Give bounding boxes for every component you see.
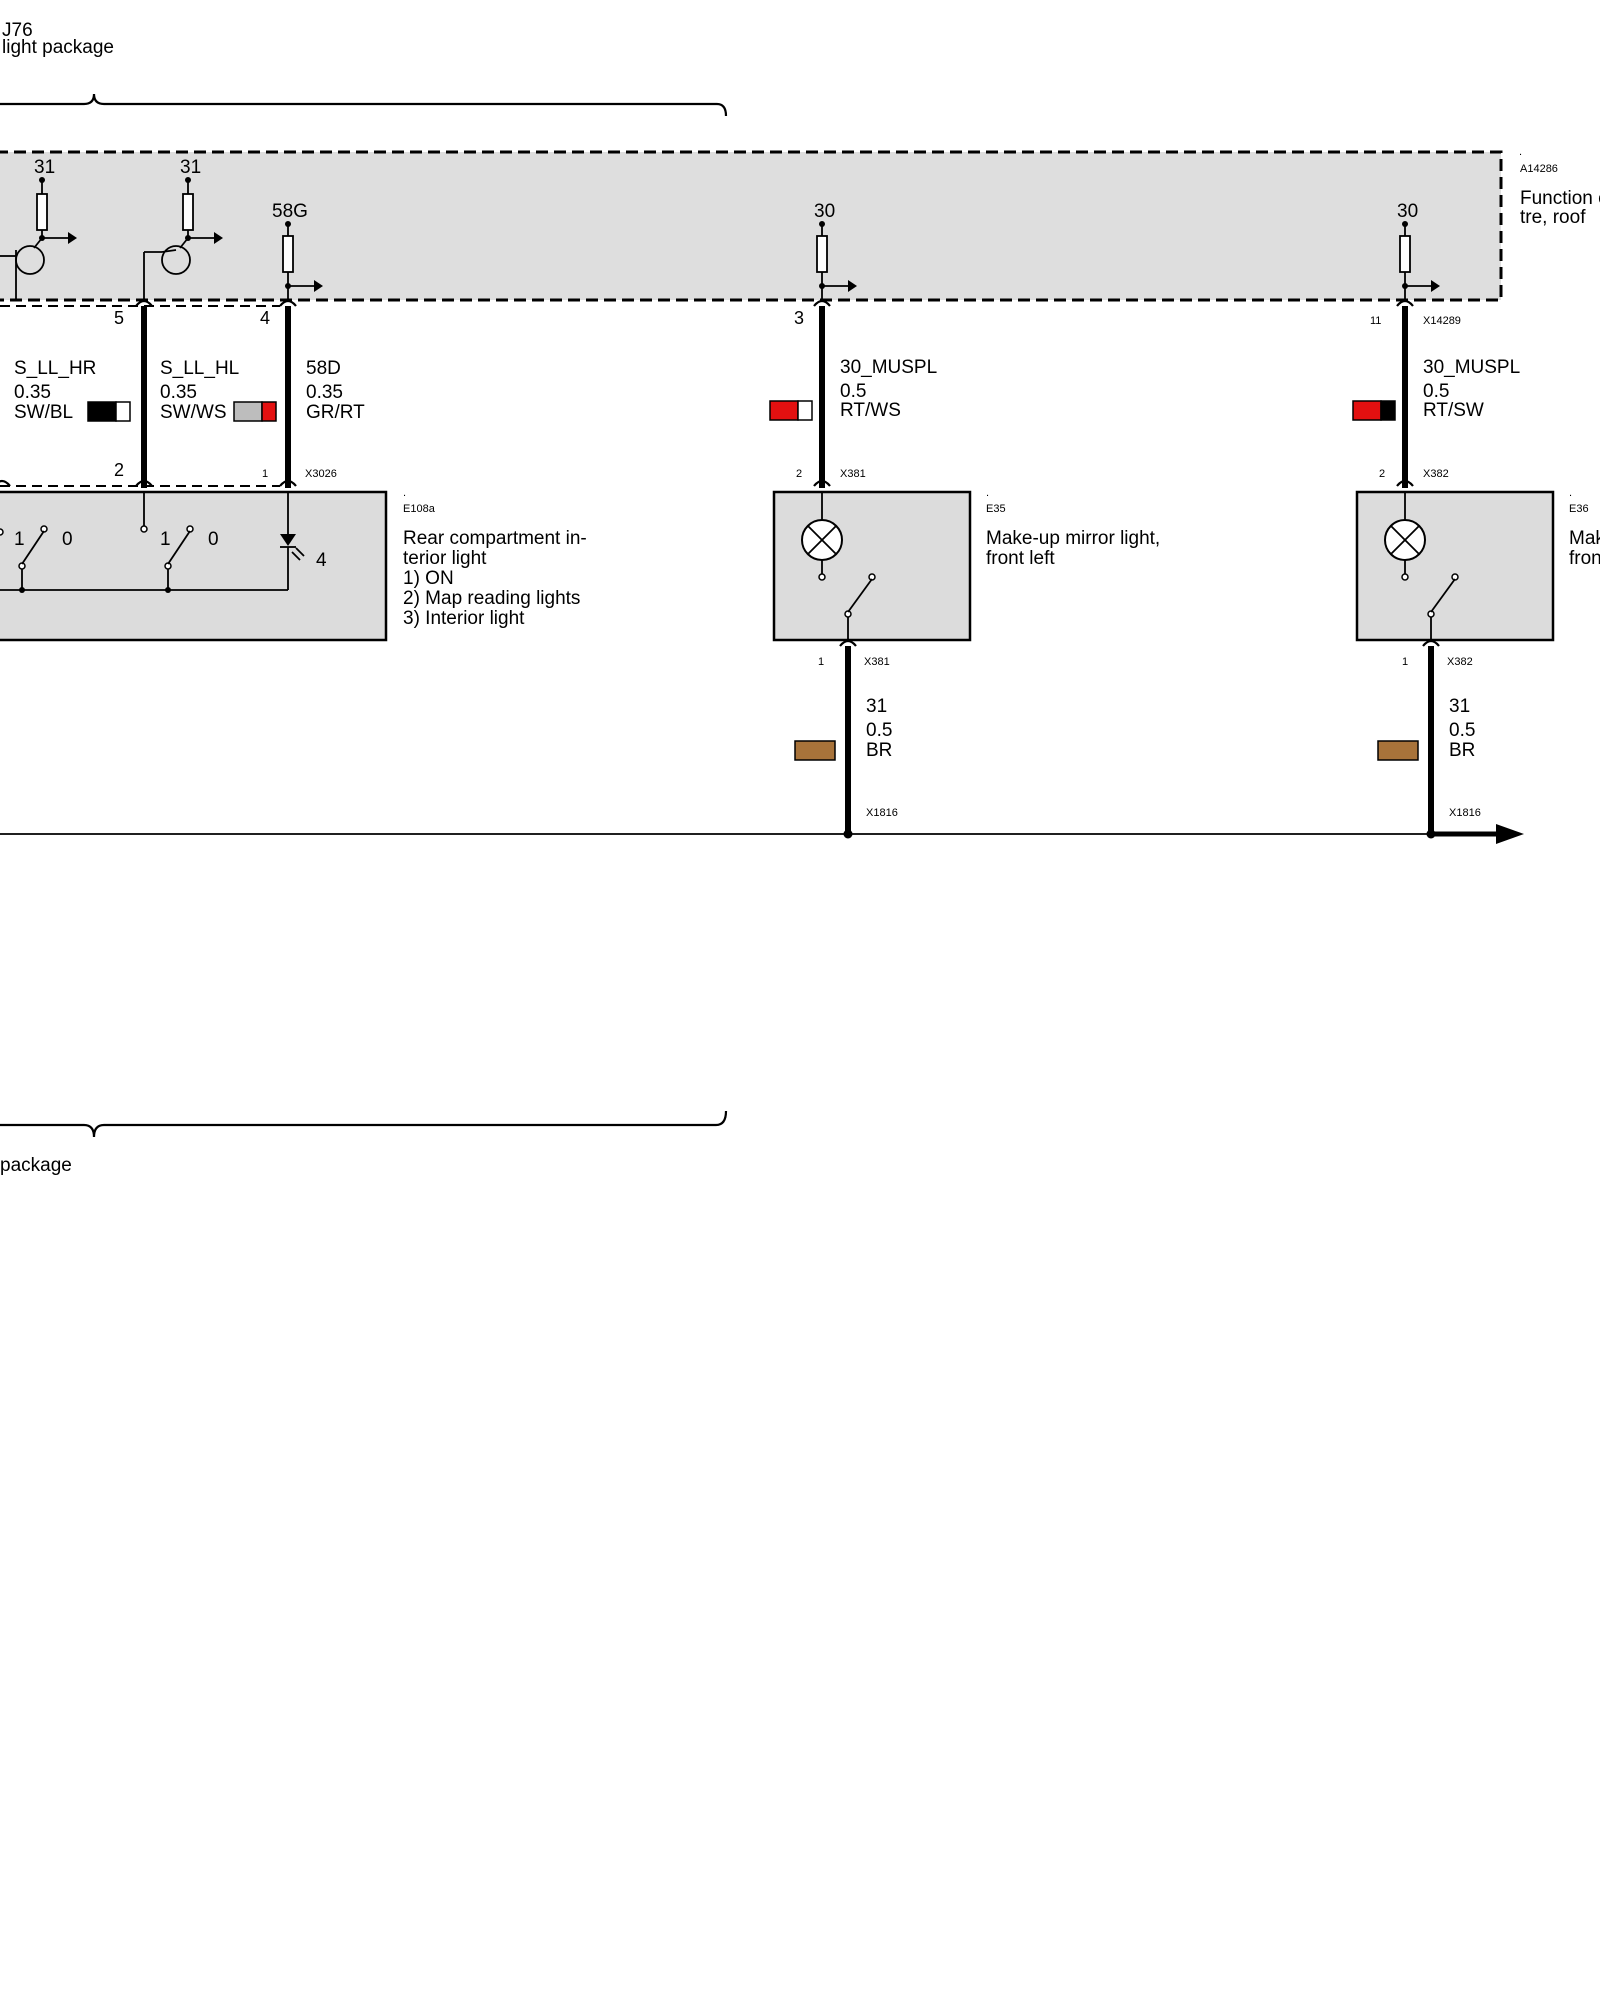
internal-30-left: 30 [814,201,857,300]
component-e35: . E35 Make-up mirror light, front left [772,487,1160,642]
wire-label-s-ll-hr: S_LL_HR 0.35 SW/BL [14,358,131,423]
component-e36: . E36 Mak fron [1355,487,1600,642]
shielded-harness-outline [0,305,280,487]
connector-w7-top: X382 [1447,656,1473,668]
internal-transistor-1: 31 [0,157,77,300]
pin-w4-top: 3 [794,308,804,328]
internal-58g: 58G [272,201,323,300]
option-code: J76 [2,20,33,41]
svg-text:S_LL_HL: S_LL_HL [160,358,239,379]
svg-text:SW/WS: SW/WS [160,402,227,423]
svg-text:30: 30 [814,201,835,222]
svg-text:E35: E35 [986,503,1006,515]
svg-text:front left: front left [986,548,1055,569]
svg-text:RT/SW: RT/SW [1423,400,1484,421]
svg-text:2) Map reading lights: 2) Map reading lights [403,588,580,609]
svg-text:Mak: Mak [1569,528,1600,549]
svg-text:30_MUSPL: 30_MUSPL [840,357,937,378]
svg-text:3) Interior light: 3) Interior light [403,608,525,629]
svg-text:Make-up mirror light,: Make-up mirror light, [986,528,1160,549]
svg-text:.: . [403,487,406,499]
option-title: light package [2,37,114,58]
internal-transistor-2: 31 [143,157,223,300]
svg-text:58G: 58G [272,201,308,222]
control-unit-box [0,150,1503,302]
svg-text:30_MUSPL: 30_MUSPL [1423,357,1520,378]
control-unit-name-line1: Function c [1520,188,1600,209]
pin-w3-bottom: 1 [262,468,268,480]
pin-w4-bottom: 2 [796,468,802,480]
pin-w1-bottom: 2 [114,460,124,480]
svg-text:31: 31 [34,157,55,178]
wire-label-30-muspl-right: 30_MUSPL 0.5 RT/SW [1352,357,1520,421]
svg-text:terior light: terior light [403,548,487,569]
svg-text:0.5: 0.5 [1449,720,1475,741]
svg-text:31: 31 [180,157,201,178]
pin-w7-top: 1 [1402,656,1408,668]
svg-text:S_LL_HR: S_LL_HR [14,358,96,379]
svg-text:SW/BL: SW/BL [14,402,73,423]
control-unit-dot: . [1519,146,1522,158]
svg-text:fron: fron [1569,548,1600,569]
svg-text:.: . [1569,487,1572,499]
connector-w5-top: X14289 [1423,315,1461,327]
wire-label-58d: 58D 0.35 GR/RT [306,358,365,423]
svg-text:RT/WS: RT/WS [840,400,901,421]
wire-label-s-ll-hl: S_LL_HL 0.35 SW/WS [160,358,277,423]
wire-label-ground-e36: 31 0.5 BR [1377,696,1475,761]
pin-w3-top: 4 [260,308,270,328]
svg-text:BR: BR [866,740,892,761]
svg-text:0.35: 0.35 [306,382,343,403]
connector-w7-bottom: X1816 [1449,807,1481,819]
connector-w3-bottom: X3026 [305,468,337,480]
svg-text:.: . [986,487,989,499]
connector-w6-top: X381 [864,656,890,668]
ground-arrow-head [1496,824,1524,844]
svg-text:Rear compartment in-: Rear compartment in- [403,528,587,549]
control-unit-name-line2: tre, roof [1520,207,1586,228]
svg-text:0: 0 [62,529,73,550]
svg-text:0.35: 0.35 [14,382,51,403]
svg-text:E108a: E108a [403,503,436,515]
svg-text:E36: E36 [1569,503,1589,515]
control-unit-id: A14286 [1520,163,1558,175]
svg-text:31: 31 [1449,696,1470,717]
svg-text:0: 0 [208,529,219,550]
pin-w5-bottom: 2 [1379,468,1385,480]
svg-text:BR: BR [1449,740,1475,761]
svg-text:1: 1 [160,529,171,550]
connector-w6-bottom: X1816 [866,807,898,819]
internal-30-right: 30 [1397,201,1440,300]
svg-text:58D: 58D [306,358,341,379]
svg-text:0.35: 0.35 [160,382,197,403]
connector-w4-bottom: X381 [840,468,866,480]
connector-w5-bottom: X382 [1423,468,1449,480]
svg-text:30: 30 [1397,201,1418,222]
wire-label-30-muspl-left: 30_MUSPL 0.5 RT/WS [769,357,937,421]
svg-text:GR/RT: GR/RT [306,402,365,423]
wire-label-ground-e35: 31 0.5 BR [794,696,892,761]
top-brace [0,93,728,117]
bottom-brace [0,1110,728,1138]
svg-text:4: 4 [316,550,327,571]
pin-w1-top: 5 [114,308,124,328]
svg-text:0.5: 0.5 [840,381,866,402]
pin-w6-top: 1 [818,656,824,668]
control-unit-connector-markers [135,299,1414,307]
svg-text:0.5: 0.5 [866,720,892,741]
svg-text:0.5: 0.5 [1423,381,1449,402]
component-e108a: 1 0 1 0 4 . E108a Rear compartment in- t… [0,487,587,642]
svg-text:31: 31 [866,696,887,717]
pin-w5-top: 11 [1370,315,1381,327]
svg-text:1) ON: 1) ON [403,568,454,589]
option-title-fragment: package [0,1155,72,1176]
svg-text:1: 1 [14,529,25,550]
